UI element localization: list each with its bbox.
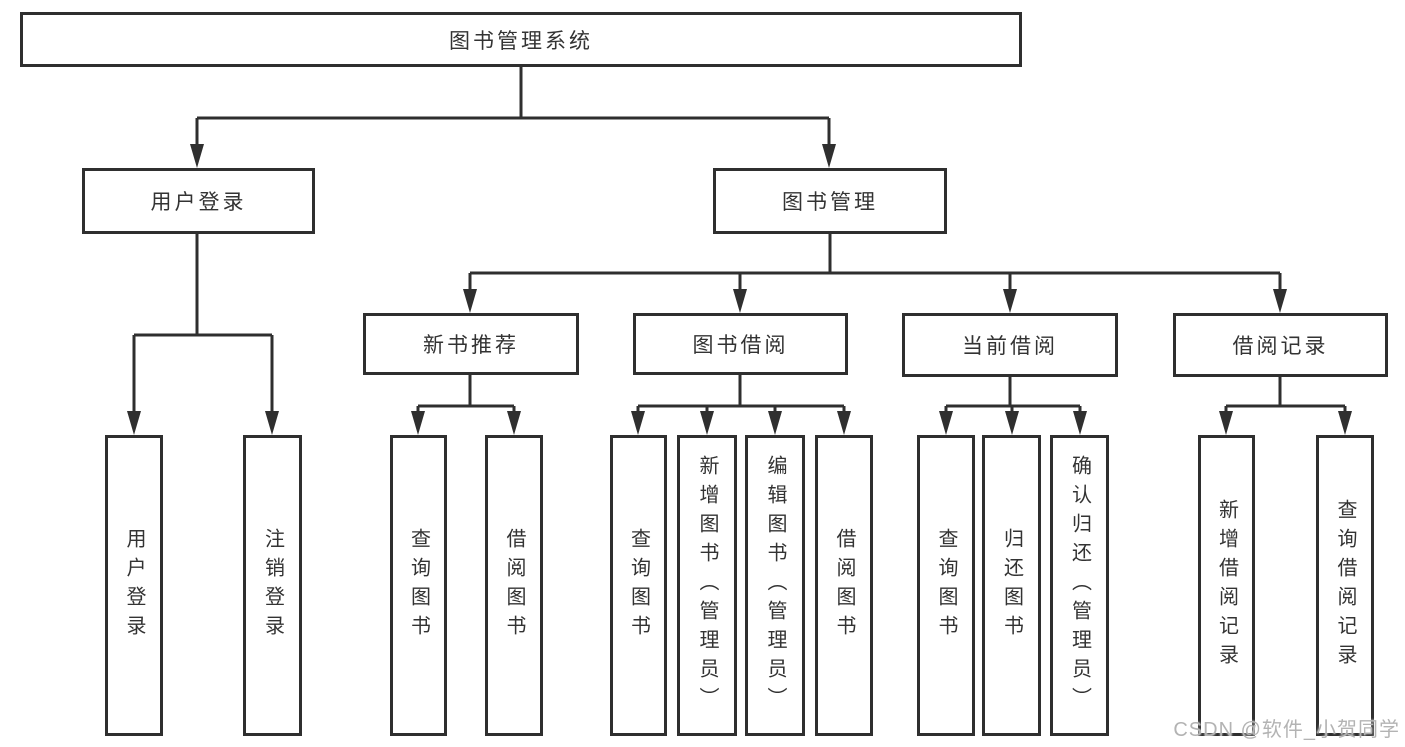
node-current-borrowing: 当前借阅 xyxy=(902,313,1118,377)
leaf-user-login: 用户登录 xyxy=(105,435,163,736)
csdn-watermark: CSDN @软件_小贺同学 xyxy=(1173,719,1400,741)
arrow-down-icon xyxy=(127,411,141,435)
arrow-down-icon xyxy=(700,411,714,435)
leaf-add-borrow-record: 新增借阅记录 xyxy=(1198,435,1255,736)
leaf-label: 查询图书 xyxy=(627,527,650,644)
leaf-query-books-recommend: 查询图书 xyxy=(390,435,447,736)
connector-user-login-to-leaves xyxy=(132,234,274,413)
node-root-library-management-system: 图书管理系统 xyxy=(20,12,1022,67)
arrow-down-icon xyxy=(1003,289,1017,313)
arrow-down-icon xyxy=(631,411,645,435)
node-user-login: 用户登录 xyxy=(82,168,315,234)
leaf-query-books-current: 查询图书 xyxy=(917,435,975,736)
node-book-borrowing: 图书借阅 xyxy=(633,313,848,375)
leaf-borrow-books: 借阅图书 xyxy=(815,435,873,736)
leaf-label: 借阅图书 xyxy=(503,527,525,644)
leaf-label: 归还图书 xyxy=(1000,527,1023,644)
leaf-add-books-admin: 新增图书（管理员） xyxy=(677,435,737,736)
leaf-query-books-borrowing: 查询图书 xyxy=(610,435,667,736)
arrow-down-icon xyxy=(768,411,782,435)
arrow-down-icon xyxy=(1273,289,1287,313)
node-borrowing-records: 借阅记录 xyxy=(1173,313,1388,377)
connector-book-borrowing-to-leaves xyxy=(636,375,846,413)
leaf-borrow-books-recommend: 借阅图书 xyxy=(485,435,543,736)
leaf-label: 新增图书（管理员） xyxy=(696,455,718,716)
leaf-logout: 注销登录 xyxy=(243,435,302,736)
node-new-book-recommend: 新书推荐 xyxy=(363,313,579,375)
arrow-down-icon xyxy=(265,411,279,435)
leaf-edit-books-admin: 编辑图书（管理员） xyxy=(745,435,805,736)
leaf-query-borrow-record: 查询借阅记录 xyxy=(1316,435,1374,736)
connector-borrowing-records-to-leaves xyxy=(1224,376,1347,413)
connector-root-to-level2 xyxy=(195,67,831,146)
leaf-label: 编辑图书（管理员） xyxy=(764,455,786,716)
arrow-down-icon xyxy=(507,411,521,435)
arrow-down-icon xyxy=(822,144,836,168)
connector-current-borrowing-to-leaves xyxy=(944,376,1082,413)
arrow-down-icon xyxy=(1005,411,1019,435)
leaf-label: 查询图书 xyxy=(935,527,957,644)
arrow-down-icon xyxy=(411,411,425,435)
arrow-down-icon xyxy=(190,144,204,168)
leaf-label: 借阅图书 xyxy=(833,527,855,644)
arrow-down-icon xyxy=(939,411,953,435)
leaf-label: 确认归还（管理员） xyxy=(1068,455,1091,716)
node-book-management: 图书管理 xyxy=(713,168,947,234)
leaf-label: 新增借阅记录 xyxy=(1215,498,1238,673)
arrow-down-icon xyxy=(463,289,477,313)
leaf-return-books: 归还图书 xyxy=(982,435,1041,736)
connector-book-management-to-level3 xyxy=(468,234,1282,291)
leaf-label: 查询借阅记录 xyxy=(1334,498,1356,673)
leaf-confirm-return-admin: 确认归还（管理员） xyxy=(1050,435,1109,736)
leaf-label: 用户登录 xyxy=(123,527,145,644)
arrow-down-icon xyxy=(733,289,747,313)
connector-new-book-recommend-to-leaves xyxy=(416,375,516,413)
leaf-label: 注销登录 xyxy=(261,527,284,644)
arrow-down-icon xyxy=(1338,411,1352,435)
arrow-down-icon xyxy=(1073,411,1087,435)
leaf-label: 查询图书 xyxy=(407,527,430,644)
arrow-down-icon xyxy=(837,411,851,435)
arrow-down-icon xyxy=(1219,411,1233,435)
